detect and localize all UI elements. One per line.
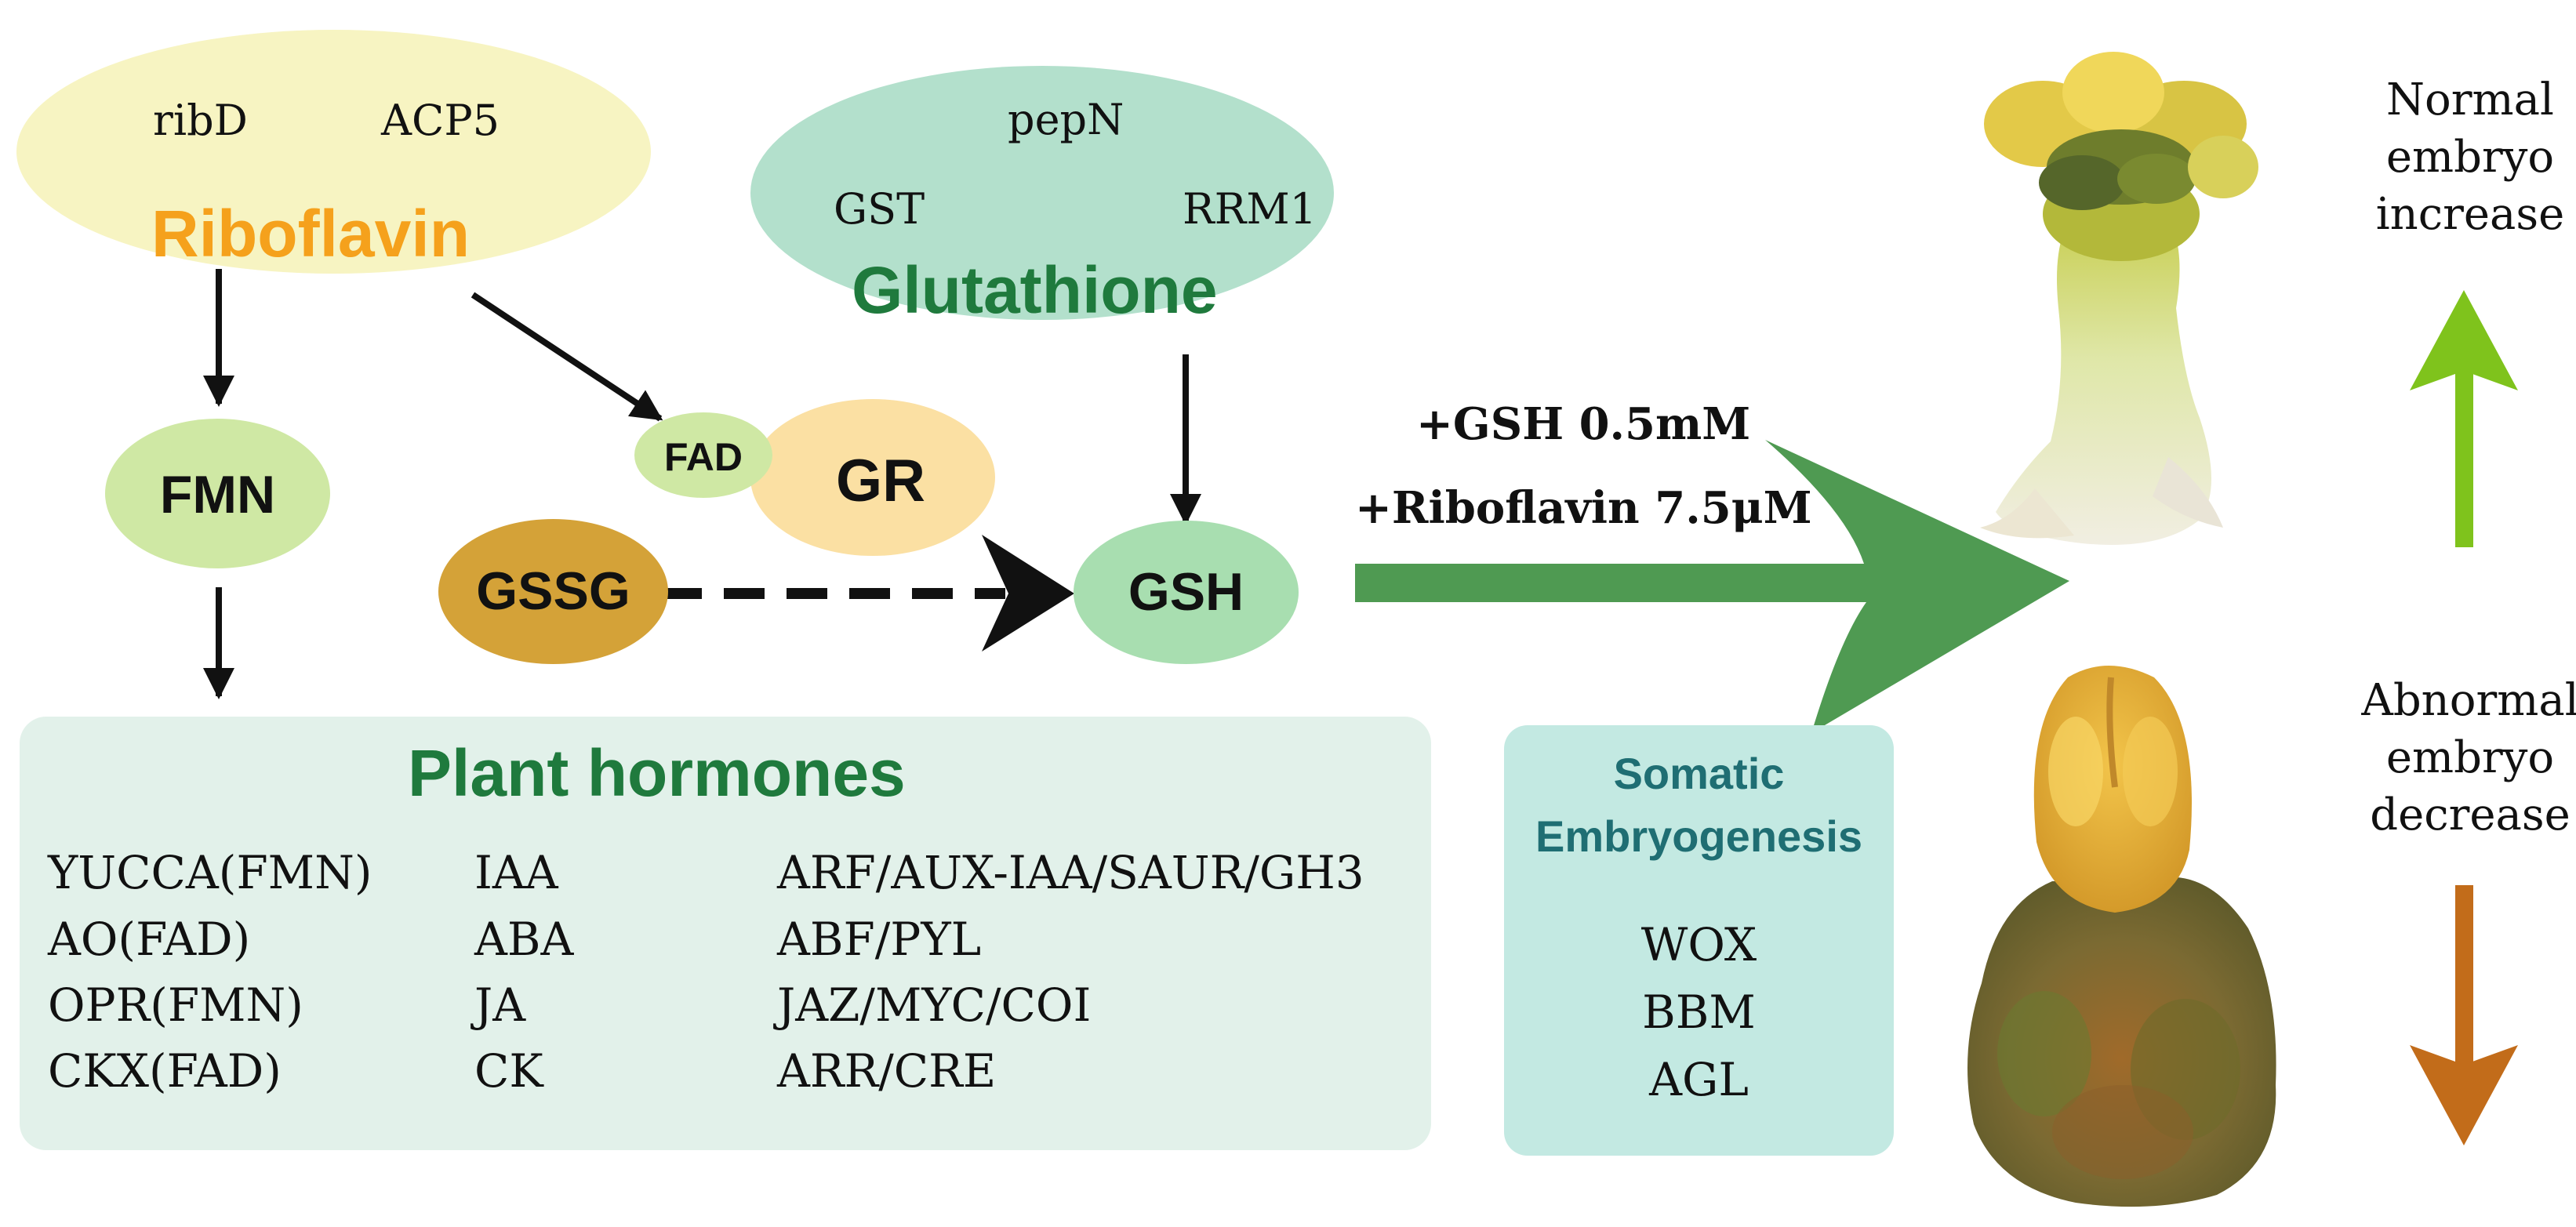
somatic-gene-wox: WOX: [1640, 918, 1757, 971]
somatic-title-line-2: Embryogenesis: [1535, 811, 1863, 861]
hormone-ja: JA: [474, 978, 526, 1032]
gsh-ellipse: [1074, 521, 1299, 664]
gr-label: GR: [836, 448, 925, 514]
treatment-gsh-label: +GSH 0.5mM: [1416, 398, 1751, 450]
enzyme-yucca: YUCCA(FMN): [48, 846, 372, 899]
hormone-aba: ABA: [474, 913, 574, 966]
fmn-label: FMN: [159, 465, 276, 525]
hormone-iaa: IAA: [474, 846, 558, 899]
gene-ribd-label: ribD: [153, 96, 248, 145]
gene-rrm1-label: RRM1: [1183, 184, 1317, 234]
gene-gst-label: GST: [834, 184, 925, 234]
up-arrow-head: [2410, 290, 2518, 390]
hormone-ck: CK: [474, 1044, 543, 1098]
somatic-gene-bbm: BBM: [1642, 986, 1756, 1039]
plant-hormones-title: Plant hormones: [408, 736, 906, 810]
genes-aba: ABF/PYL: [777, 913, 982, 966]
abnormal-embryo-label: Abnormal embryo decrease: [2361, 675, 2576, 840]
enzyme-ckx: CKX(FAD): [48, 1044, 282, 1098]
enzyme-opr: OPR(FMN): [48, 978, 303, 1032]
gene-pepn-label: pepN: [1008, 95, 1125, 144]
arrow-riboflavin-to-fad: [471, 292, 663, 422]
plant-hormones-box: [20, 717, 1431, 1150]
fad-label: FAD: [664, 435, 743, 479]
glutathione-ellipse: [750, 66, 1334, 320]
somatic-title-line-1: Somatic: [1613, 749, 1785, 798]
up-arrow-shaft: [2455, 366, 2473, 547]
down-arrow-shaft: [2455, 885, 2473, 1075]
normal-embryo-image: [1980, 52, 2258, 545]
gssg-ellipse: [438, 519, 668, 664]
down-arrow-head: [2410, 1045, 2518, 1145]
fmn-ellipse: [105, 419, 330, 568]
somatic-embryogenesis-box: [1504, 725, 1894, 1156]
gsh-label: GSH: [1128, 562, 1244, 622]
enzyme-ao: AO(FAD): [48, 913, 251, 966]
gssg-label: GSSG: [476, 561, 630, 621]
genes-auxin: ARF/AUX-IAA/SAUR/GH3: [777, 846, 1364, 899]
treatment-riboflavin-label: +Riboflavin 7.5μM: [1355, 482, 1812, 534]
gr-ellipse: [750, 399, 995, 556]
riboflavin-ellipse: [16, 30, 651, 274]
glutathione-title: Glutathione: [852, 253, 1218, 327]
normal-embryo-label: Normal embryo increase: [2375, 74, 2565, 240]
fad-ellipse: [634, 412, 772, 498]
riboflavin-title: Riboflavin: [151, 197, 471, 270]
somatic-gene-agl: AGL: [1649, 1053, 1749, 1106]
abnormal-embryo-image: [1967, 666, 2276, 1207]
arrow-gssg-to-gsh-head: [982, 535, 1074, 652]
genes-ck: ARR/CRE: [777, 1044, 997, 1098]
gene-acp5-label: ACP5: [381, 96, 500, 145]
genes-ja: JAZ/MYC/COI: [777, 978, 1092, 1032]
